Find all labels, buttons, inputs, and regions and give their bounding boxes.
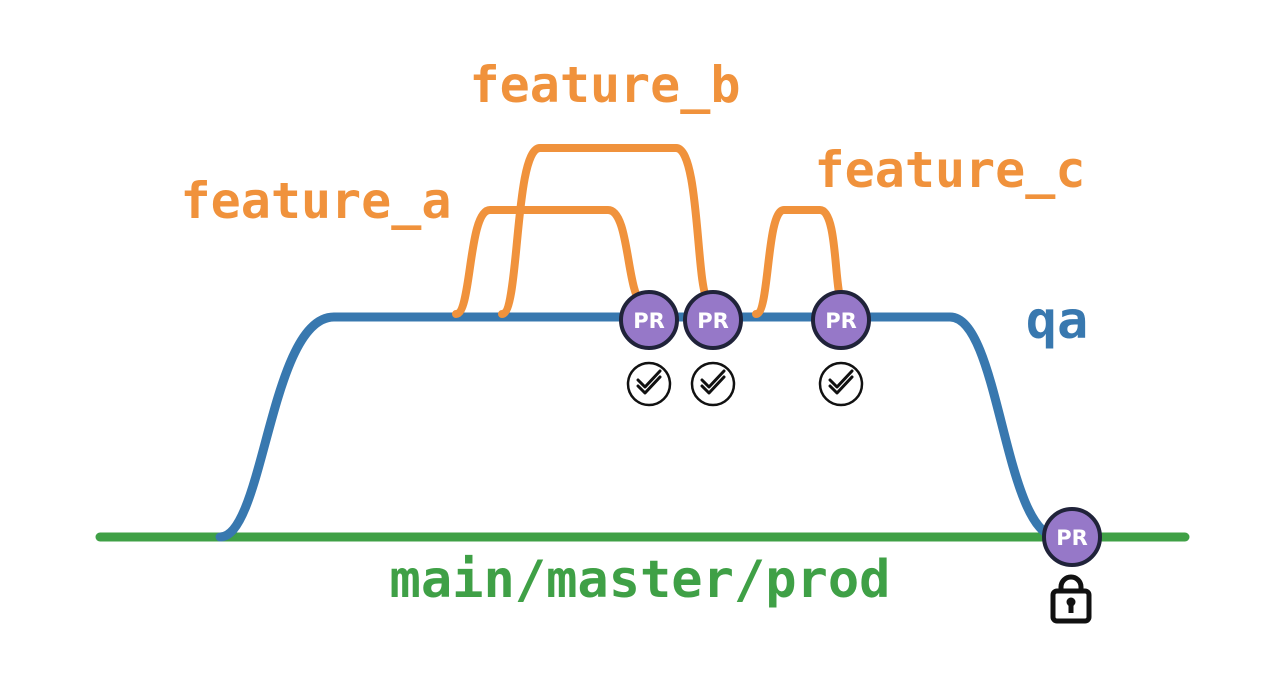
pr-badge-feature-a: PR bbox=[619, 290, 679, 350]
lock-shackle bbox=[1058, 574, 1084, 595]
lock-icon bbox=[1050, 574, 1092, 624]
lock-keyhole-stem bbox=[1068, 604, 1074, 613]
check-mark-secondary bbox=[700, 369, 726, 389]
pr-badge-label: PR bbox=[697, 309, 729, 333]
feature-b-label: feature_b bbox=[470, 56, 741, 114]
pr-badge-feature-c: PR bbox=[811, 290, 871, 350]
pr-badge-label: PR bbox=[633, 309, 665, 333]
check-mark-secondary bbox=[828, 369, 854, 389]
feature-b-branch-line bbox=[498, 144, 712, 318]
check-mark bbox=[700, 375, 726, 395]
approval-check-icon-2 bbox=[690, 361, 736, 407]
qa-branch-line bbox=[215, 312, 1063, 542]
qa-branch-label: qa bbox=[1026, 291, 1089, 351]
feature-c-branch-line bbox=[752, 206, 846, 318]
check-mark bbox=[828, 375, 854, 395]
pr-badge-circle bbox=[683, 290, 743, 350]
pr-badge-circle bbox=[1042, 507, 1102, 567]
feature-c-label: feature_c bbox=[815, 141, 1086, 199]
pr-badge-feature-b: PR bbox=[683, 290, 743, 350]
pr-badge-qa-to-main: PR bbox=[1042, 507, 1102, 567]
approval-check-icon-3 bbox=[818, 361, 864, 407]
pr-badge-label: PR bbox=[825, 309, 857, 333]
main-branch-label: main/master/prod bbox=[390, 550, 891, 610]
check-mark-secondary bbox=[636, 369, 662, 389]
feature-a-label: feature_a bbox=[181, 172, 452, 230]
pr-badge-label: PR bbox=[1056, 526, 1088, 550]
pr-badge-circle bbox=[811, 290, 871, 350]
check-mark bbox=[636, 375, 662, 395]
feature-a-branch-line bbox=[452, 206, 647, 318]
pr-badge-circle bbox=[619, 290, 679, 350]
approval-check-icon-1 bbox=[626, 361, 672, 407]
